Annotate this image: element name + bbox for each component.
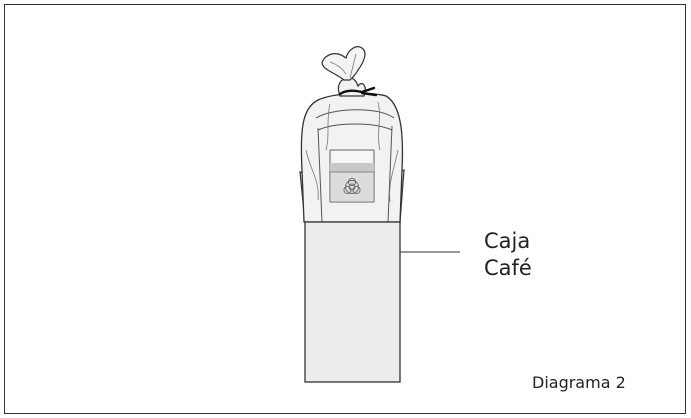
twist-tie [338, 86, 378, 97]
bagged-container [300, 46, 404, 223]
callout-line-1: Caja [484, 229, 531, 253]
callout-line-2: Café [484, 256, 532, 280]
biohazard-icon [343, 177, 361, 195]
brown-box [304, 221, 401, 383]
bag-top-gather [321, 46, 366, 81]
brown-box-callout: Caja Café [484, 228, 532, 282]
diagram-caption: Diagrama 2 [532, 373, 626, 392]
